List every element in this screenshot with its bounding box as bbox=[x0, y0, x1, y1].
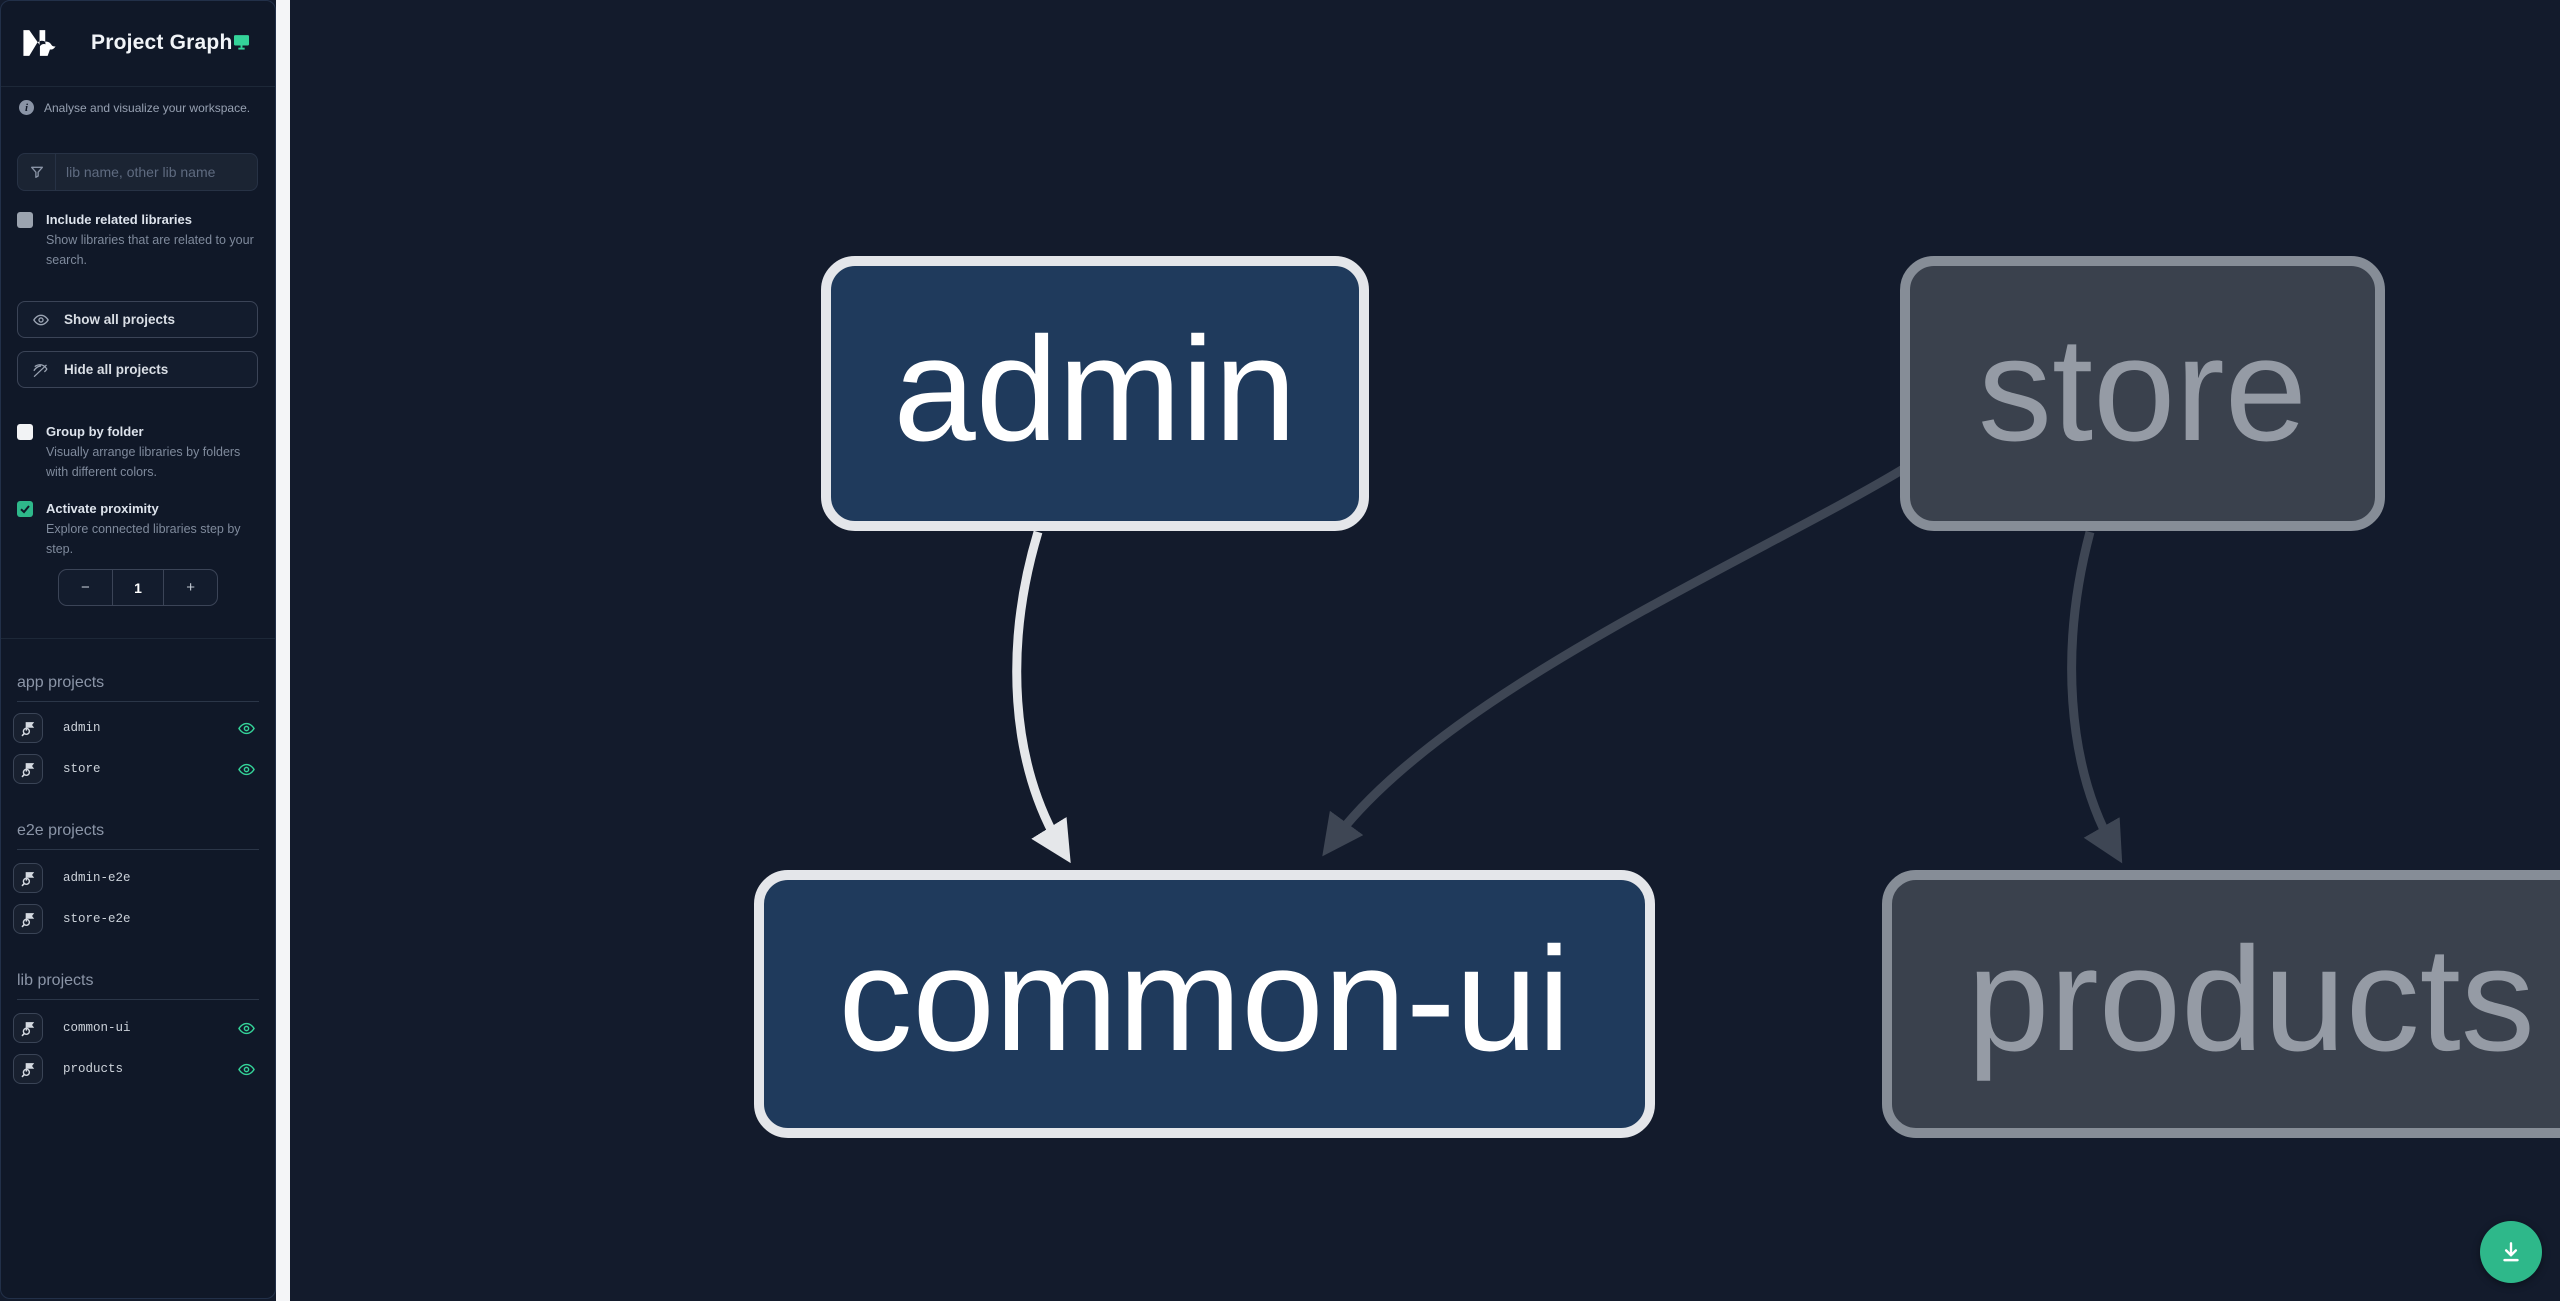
graph-node-store[interactable]: store bbox=[1900, 256, 2385, 531]
group-by-folder-checkbox[interactable] bbox=[17, 424, 33, 440]
activate-proximity-description: Explore connected libraries step by step… bbox=[46, 522, 241, 556]
proximity-increment-button[interactable]: + bbox=[186, 579, 196, 596]
focus-icon bbox=[21, 721, 34, 736]
section-lib-projects: lib projects bbox=[17, 972, 259, 1000]
include-related-option: Include related libraries Show libraries… bbox=[17, 210, 254, 270]
workspace-info: i Analyse and visualize your workspace. bbox=[19, 100, 250, 115]
project-row-admin-e2e: admin-e2e bbox=[1, 863, 277, 895]
sidebar-header: Project Graph bbox=[1, 1, 275, 87]
app-title: Project Graph bbox=[91, 31, 233, 54]
project-name: admin-e2e bbox=[63, 871, 131, 885]
group-by-folder-option: Group by folder Visually arrange librari… bbox=[17, 422, 254, 482]
focus-project-icon[interactable] bbox=[13, 863, 43, 893]
proximity-value: 1 bbox=[111, 570, 165, 605]
focus-icon bbox=[21, 912, 34, 927]
eye-icon bbox=[33, 314, 49, 325]
group-by-folder-label: Group by folder bbox=[46, 424, 144, 439]
filter-box bbox=[17, 153, 258, 191]
project-row-store: store bbox=[1, 754, 277, 786]
workspace-info-text: Analyse and visualize your workspace. bbox=[44, 100, 251, 115]
eye-off-icon bbox=[33, 363, 48, 377]
focus-icon bbox=[21, 1062, 34, 1077]
include-related-description: Show libraries that are related to your … bbox=[46, 233, 254, 267]
activate-proximity-label: Activate proximity bbox=[46, 501, 159, 516]
eye-icon[interactable] bbox=[237, 1019, 256, 1038]
project-name: common-ui bbox=[63, 1021, 131, 1035]
project-row-store-e2e: store-e2e bbox=[1, 904, 277, 936]
project-name: store bbox=[63, 762, 101, 776]
group-by-folder-description: Visually arrange libraries by folders wi… bbox=[46, 445, 241, 479]
edge-store-to-common-ui bbox=[1322, 464, 1908, 857]
focus-icon bbox=[21, 762, 34, 777]
hide-all-projects-label: Hide all projects bbox=[64, 362, 169, 377]
eye-icon[interactable] bbox=[237, 760, 256, 779]
sidebar-divider bbox=[1, 638, 275, 639]
hide-all-projects-button[interactable]: Hide all projects bbox=[17, 351, 258, 388]
project-name: products bbox=[63, 1062, 124, 1076]
project-row-common-ui: common-ui bbox=[1, 1013, 277, 1045]
focus-icon bbox=[21, 1021, 34, 1036]
node-label: products bbox=[1967, 917, 2535, 1082]
node-label: store bbox=[1977, 306, 2308, 472]
proximity-stepper: − 1 + bbox=[58, 569, 218, 606]
project-name: store-e2e bbox=[63, 912, 131, 926]
eye-icon[interactable] bbox=[237, 719, 256, 738]
download-icon bbox=[2503, 1242, 2519, 1262]
project-row-admin: admin bbox=[1, 713, 277, 745]
include-related-checkbox[interactable] bbox=[17, 212, 33, 228]
show-all-projects-label: Show all projects bbox=[64, 312, 176, 327]
show-all-projects-button[interactable]: Show all projects bbox=[17, 301, 258, 338]
monitor-icon bbox=[233, 35, 250, 50]
focus-project-icon[interactable] bbox=[13, 1013, 43, 1043]
project-name: admin bbox=[63, 721, 101, 735]
edge-admin-to-common-ui bbox=[1012, 530, 1071, 864]
focus-project-icon[interactable] bbox=[13, 904, 43, 934]
project-row-products: products bbox=[1, 1054, 277, 1086]
project-filter-input[interactable] bbox=[56, 164, 257, 180]
graph-node-common-ui[interactable]: common-ui bbox=[754, 870, 1655, 1138]
section-app-projects: app projects bbox=[17, 674, 259, 702]
activate-proximity-checkbox[interactable] bbox=[17, 501, 33, 517]
sidebar: Project Graph i Analyse and visualize yo… bbox=[0, 0, 276, 1299]
graph-canvas[interactable]: admin store common-ui products bbox=[290, 0, 2560, 1301]
info-icon: i bbox=[19, 100, 34, 115]
eye-icon[interactable] bbox=[237, 1060, 256, 1079]
include-related-label: Include related libraries bbox=[46, 212, 192, 227]
focus-icon bbox=[21, 871, 34, 886]
activate-proximity-option: Activate proximity Explore connected lib… bbox=[17, 499, 254, 559]
check-icon bbox=[20, 505, 30, 514]
focus-project-icon[interactable] bbox=[13, 1054, 43, 1084]
sidebar-resizer-handle[interactable] bbox=[276, 0, 290, 1301]
nx-logo-icon bbox=[23, 30, 56, 56]
proximity-decrement-button[interactable]: − bbox=[80, 579, 90, 596]
graph-node-products[interactable]: products bbox=[1882, 870, 2560, 1138]
graph-node-admin[interactable]: admin bbox=[821, 256, 1369, 531]
section-e2e-projects: e2e projects bbox=[17, 822, 259, 850]
node-label: common-ui bbox=[838, 917, 1571, 1082]
focus-project-icon[interactable] bbox=[13, 713, 43, 743]
focus-project-icon[interactable] bbox=[13, 754, 43, 784]
node-label: admin bbox=[893, 306, 1297, 472]
download-graph-button[interactable] bbox=[2480, 1221, 2542, 1283]
edge-store-to-products bbox=[2067, 530, 2123, 864]
funnel-icon bbox=[18, 154, 56, 190]
